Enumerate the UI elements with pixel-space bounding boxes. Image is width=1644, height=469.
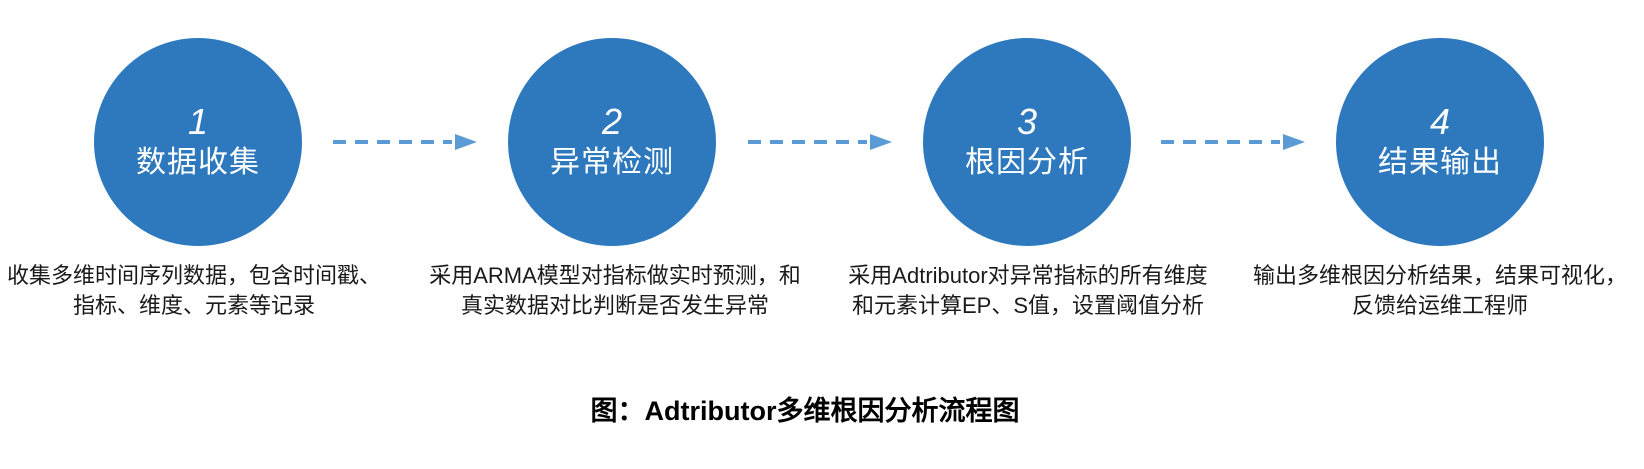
step-1-description-line-1: 收集多维时间序列数据，包含时间戳、: [6, 263, 381, 288]
dashed-right-arrow-icon: [1161, 134, 1305, 150]
step-4-description-line-1: 输出多维根因分析结果，结果可视化，: [1252, 263, 1627, 288]
step-4-circle: 4 结果输出: [1336, 38, 1544, 246]
step-3-description: 采用Adtributor对异常指标的所有维度 和元素计算EP、S值，设置阈值分析: [808, 261, 1248, 321]
step-2-circle: 2 异常检测: [508, 38, 716, 246]
dashed-right-arrow-icon: [333, 134, 477, 150]
step-2-description-line-2: 真实数据对比判断是否发生异常: [460, 293, 769, 318]
step-1-description: 收集多维时间序列数据，包含时间戳、 指标、维度、元素等记录: [0, 261, 414, 321]
step-3-number: 3: [1016, 101, 1038, 142]
step-3-description-line-1: 采用Adtributor对异常指标的所有维度: [848, 263, 1208, 288]
figure-caption: 图：Adtributor多维根因分析流程图: [590, 396, 1020, 426]
step-4-label: 结果输出: [1378, 146, 1502, 179]
step-2-number: 2: [601, 101, 623, 142]
step-4-description: 输出多维根因分析结果，结果可视化， 反馈给运维工程师: [1220, 261, 1644, 321]
step-2-description: 采用ARMA模型对指标做实时预测，和 真实数据对比判断是否发生异常: [395, 261, 835, 321]
step-3-description-line-2: 和元素计算EP、S值，设置阈值分析: [851, 293, 1205, 318]
step-1-circle: 1 数据收集: [94, 38, 302, 246]
step-1-description-line-2: 指标、维度、元素等记录: [72, 293, 315, 318]
step-3-label: 根因分析: [965, 146, 1089, 179]
dashed-right-arrow-icon: [748, 134, 892, 150]
arrow-head: [455, 134, 477, 150]
step-2-description-line-1: 采用ARMA模型对指标做实时预测，和: [429, 263, 801, 288]
step-4-number: 4: [1429, 101, 1451, 142]
step-3-circle: 3 根因分析: [923, 38, 1131, 246]
step-4-description-line-2: 反馈给运维工程师: [1351, 293, 1528, 318]
step-2-label: 异常检测: [550, 146, 674, 179]
step-1-label: 数据收集: [136, 146, 260, 179]
arrow-head: [1283, 134, 1305, 150]
step-1-number: 1: [187, 101, 209, 142]
arrow-head: [870, 134, 892, 150]
